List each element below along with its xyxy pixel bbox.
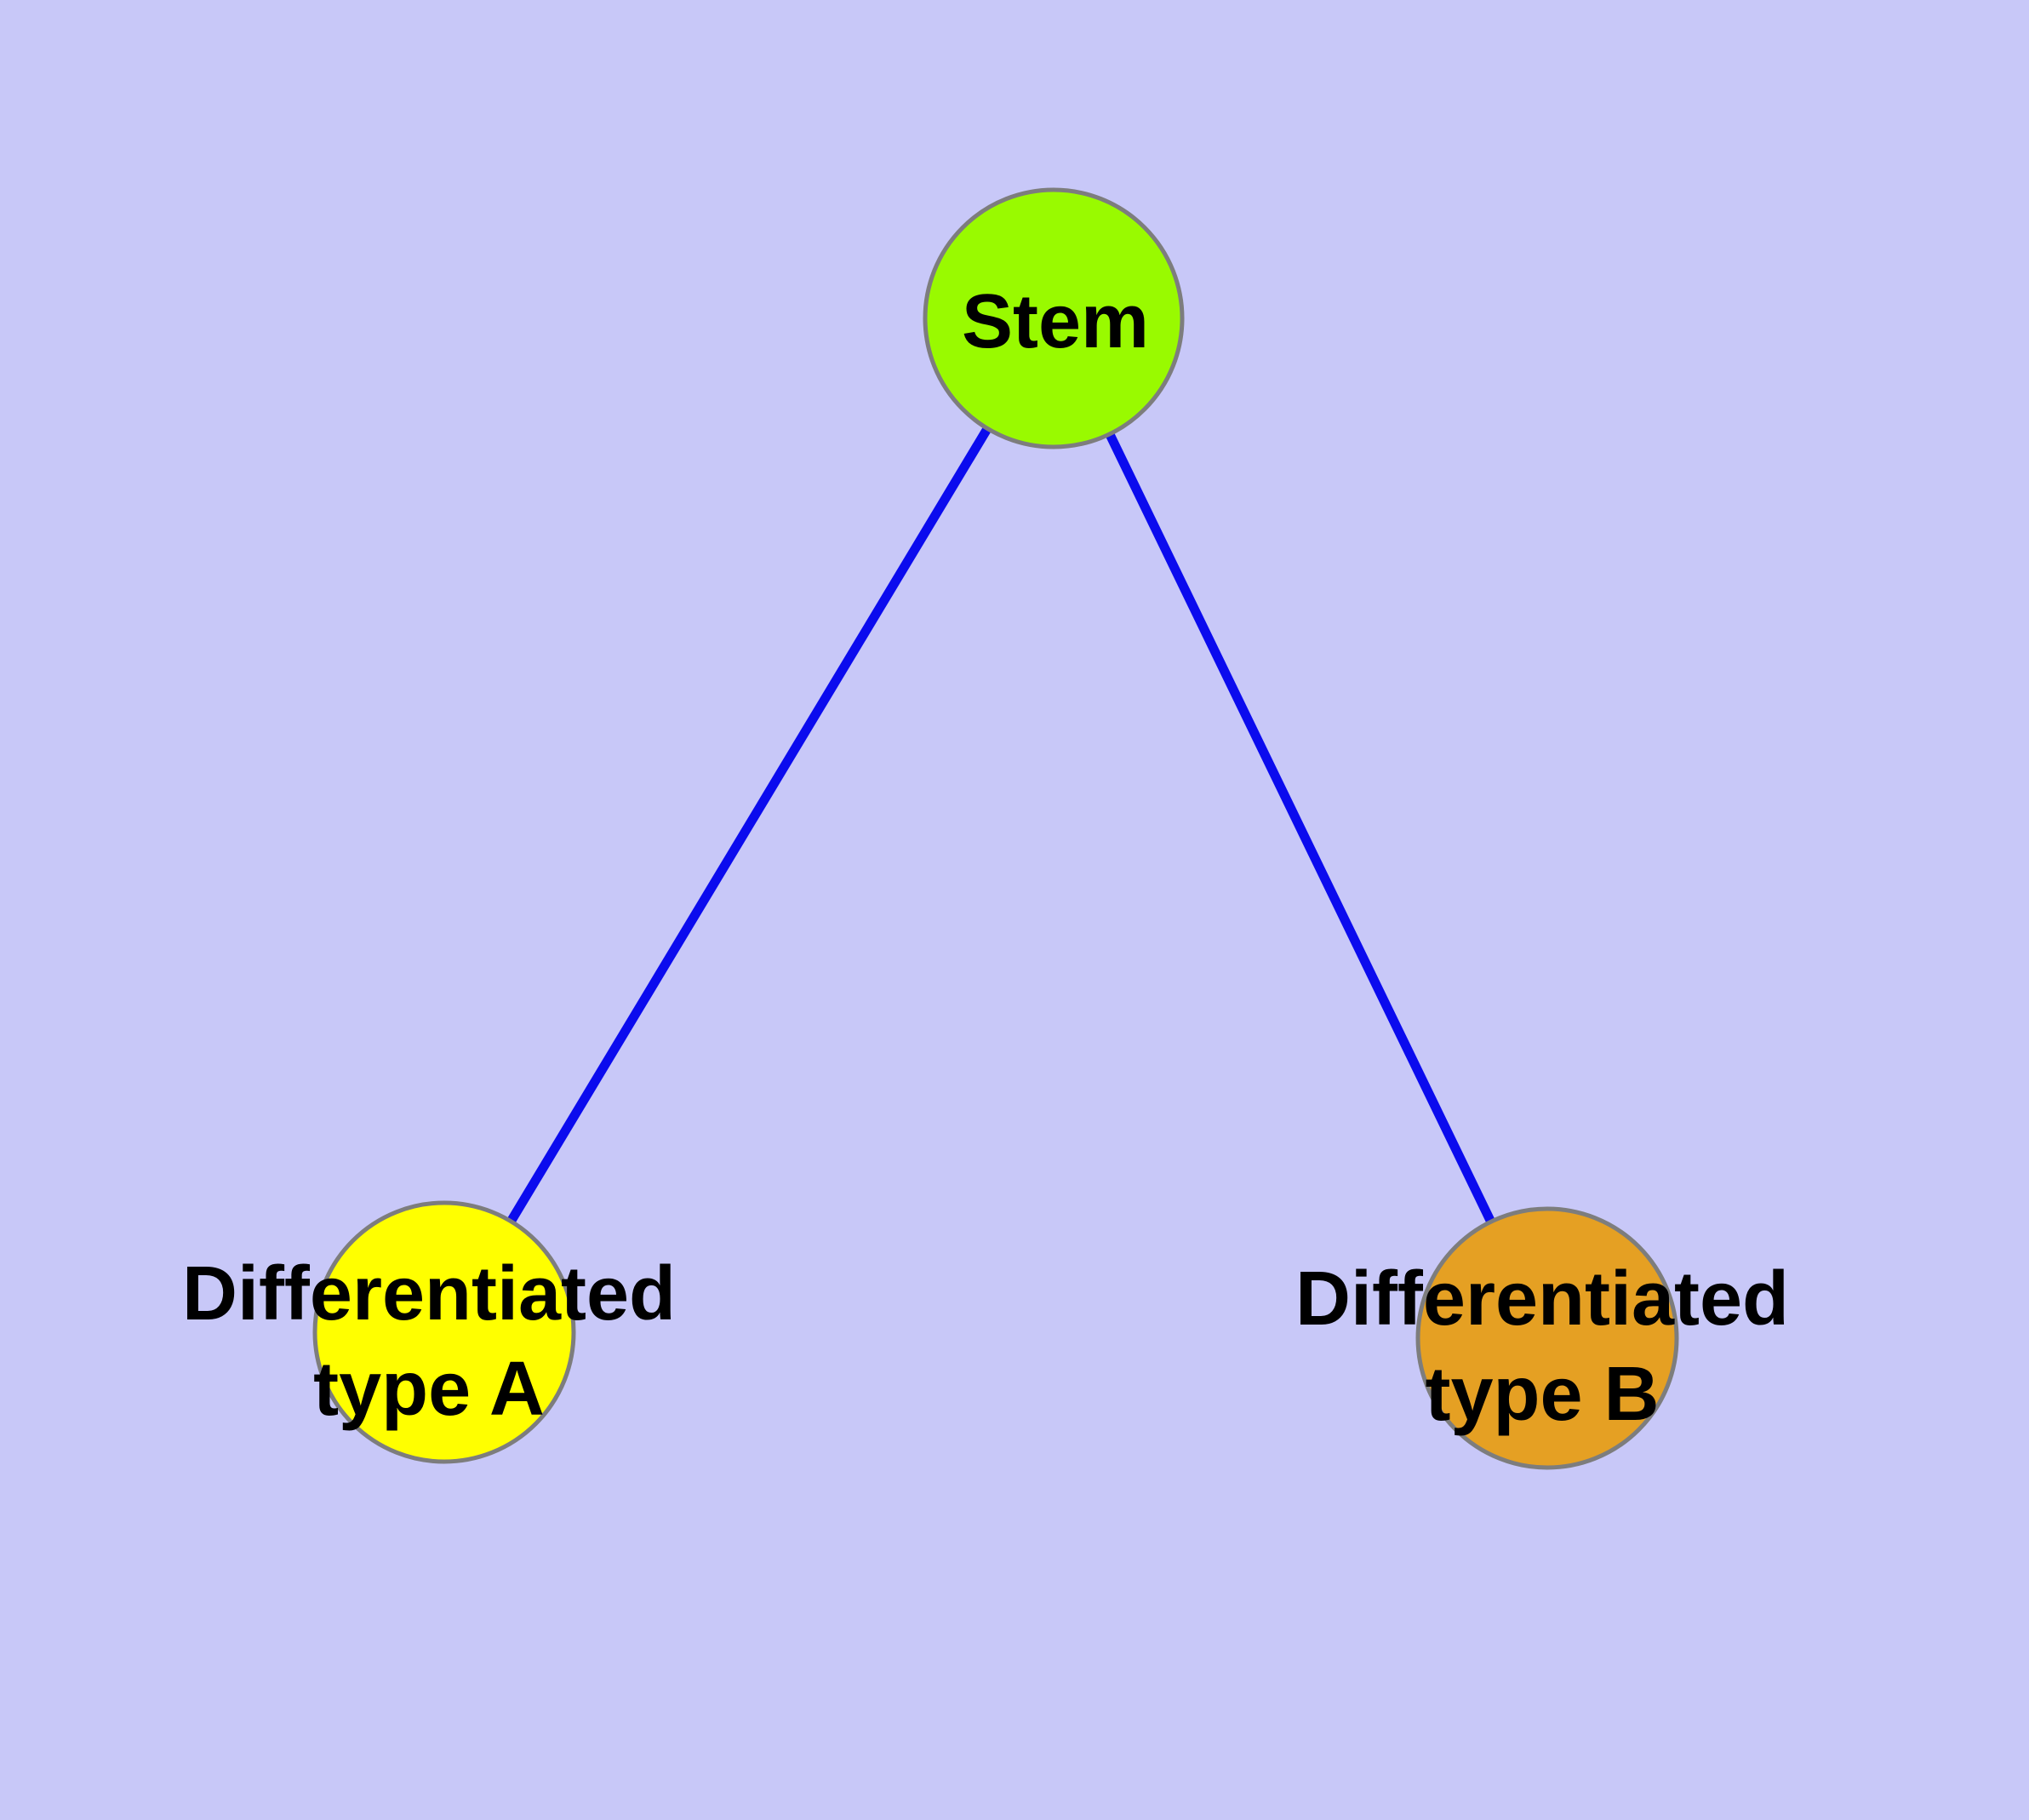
- node-differentiated-type-a: [312, 1200, 576, 1464]
- node-type-a-label-line2: type A: [313, 1347, 545, 1432]
- node-type-b-label-line2: type B: [1425, 1352, 1659, 1437]
- node-stem: [923, 187, 1185, 449]
- node-type-a-label-line1: Differentiated: [182, 1251, 676, 1336]
- node-differentiated-type-b: [1415, 1206, 1679, 1470]
- node-stem-label: Stem: [962, 279, 1149, 364]
- edge-stem-to-type-b: [1049, 316, 1552, 1341]
- node-type-b-label-line1: Differentiated: [1295, 1256, 1789, 1342]
- edge-stem-to-type-a: [440, 316, 1058, 1335]
